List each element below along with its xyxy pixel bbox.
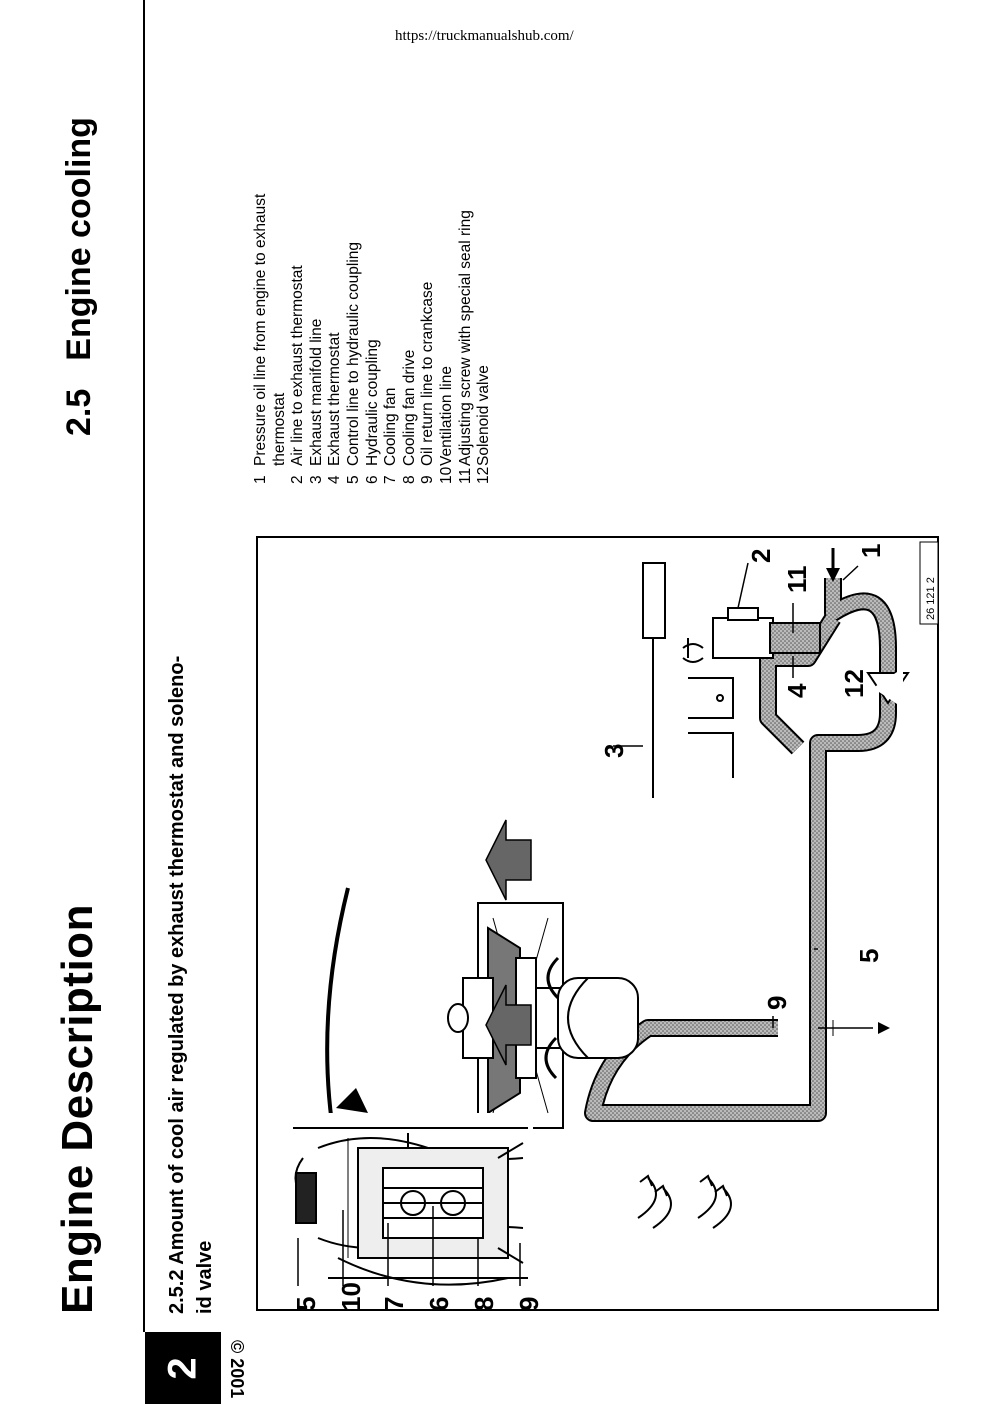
callout-6: 6 bbox=[424, 1297, 454, 1311]
callout-5-pipe: 5 bbox=[854, 949, 884, 963]
image-reference-box: 26 121 2 bbox=[919, 541, 939, 625]
airflow-arrows bbox=[485, 819, 532, 1066]
section-number: 2.5 bbox=[60, 388, 98, 436]
callout-7: 7 bbox=[379, 1297, 409, 1311]
callout-labels: 1 2 11 4 12 3 5 9 5 10 7 6 8 9 bbox=[291, 544, 886, 1311]
source-url: https://truckmanualshub.com/ bbox=[395, 28, 574, 44]
copyright-text: © 2001 bbox=[227, 1340, 247, 1399]
exhaust-manifold bbox=[642, 562, 734, 798]
callout-9-pipe: 9 bbox=[762, 996, 792, 1010]
page-title: Engine Description bbox=[53, 904, 102, 1314]
callout-2: 2 bbox=[746, 549, 776, 563]
callout-12: 12 bbox=[839, 669, 869, 698]
image-reference: 26 121 2 bbox=[925, 577, 937, 620]
rotation-arrow bbox=[544, 956, 560, 1080]
callout-4: 4 bbox=[782, 683, 812, 698]
chapter-number: 2 bbox=[160, 1356, 205, 1380]
legend-item-continuation: thermostat bbox=[270, 392, 288, 466]
exhaust-thermostat bbox=[712, 607, 821, 659]
inlet-air-arrows bbox=[637, 1174, 732, 1229]
chapter-tab: 2 bbox=[145, 1332, 221, 1404]
callout-8: 8 bbox=[469, 1297, 499, 1311]
section-name: Engine cooling bbox=[60, 117, 98, 361]
section-heading: 2.5 Engine cooling bbox=[60, 117, 98, 436]
header-divider bbox=[143, 0, 145, 1332]
callout-9-detail: 9 bbox=[514, 1297, 544, 1311]
diagram-svg: 26 121 2 bbox=[288, 541, 939, 1311]
copyright-notice: © 2001 bbox=[221, 1340, 249, 1400]
callout-11: 11 bbox=[782, 566, 812, 594]
subsection-heading: 2.5.2 Amount of cool air regulated by ex… bbox=[163, 656, 219, 1314]
callout-10: 10 bbox=[336, 1282, 366, 1311]
subsection-line-2: id valve bbox=[194, 1240, 216, 1314]
hydraulic-coupling-detail bbox=[288, 1113, 533, 1303]
subsection-line-1: 2.5.2 Amount of cool air regulated by ex… bbox=[166, 655, 188, 1314]
pressure-oil-inlet-arrow bbox=[826, 548, 840, 582]
cooling-system-diagram: 26 121 2 bbox=[256, 536, 939, 1311]
leader-lines bbox=[297, 562, 859, 1286]
return-line-arrow bbox=[818, 1020, 890, 1036]
callout-3: 3 bbox=[599, 744, 629, 758]
callout-5-detail: 5 bbox=[291, 1297, 321, 1311]
callout-1: 1 bbox=[856, 544, 886, 558]
solenoid-valve bbox=[866, 668, 910, 708]
cooling-fan bbox=[447, 902, 639, 1129]
